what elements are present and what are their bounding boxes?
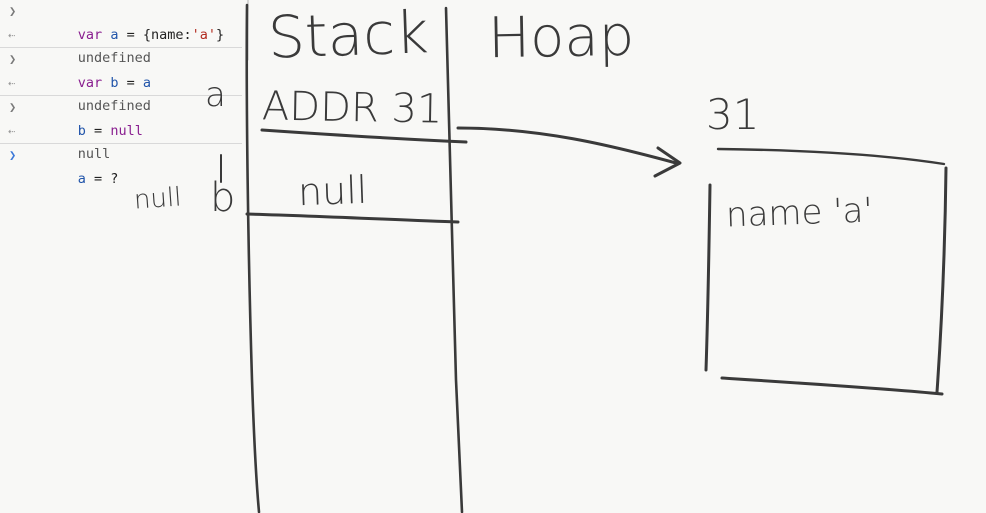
code-operator: = (118, 74, 143, 91)
var-a-label: a (205, 75, 226, 115)
stack-right-border (444, 6, 464, 513)
return-arrow-icon: ⇠ (8, 27, 16, 42)
prompt-chevron-icon: ❯ (9, 148, 17, 162)
console-input-line[interactable]: ❯ var a = {name:'a'} (0, 0, 242, 43)
reference-arrow-head (653, 146, 682, 178)
return-arrow-icon: ⇠ (8, 123, 16, 138)
code-keyword: var (77, 26, 103, 43)
prompt-chevron-icon: ❯ (9, 52, 17, 66)
console-output-text: undefined (77, 98, 151, 114)
var-b-label: b (210, 175, 236, 221)
console-input-line[interactable]: ❯ b = null (0, 96, 242, 139)
console-output-line: ⇠ null (0, 120, 242, 162)
code-string: 'a' (191, 26, 216, 43)
code-identifier: a (142, 74, 151, 91)
code-operator: = (85, 122, 111, 139)
console-output-line: ⇠ undefined (0, 72, 242, 114)
reference-arrow (456, 126, 678, 165)
console-input-line[interactable]: ❯ var b = a (0, 48, 242, 91)
code-operator: = {name: (118, 26, 192, 43)
heap-address-label: 31 (706, 90, 760, 139)
stack-title: Stack (266, 0, 430, 72)
code-operator: = ? (85, 170, 119, 187)
heap-box-right (935, 166, 948, 394)
console-prompt-line[interactable]: ❯ a = ? (0, 144, 242, 187)
heap-box-left (704, 183, 712, 372)
code-identifier: a (77, 170, 86, 187)
code-keyword: null (110, 122, 143, 139)
devtools-console: ❯ var a = {name:'a'} ⇠ undefined ❯ var b = … (0, 0, 242, 187)
code-identifier: b (110, 74, 119, 91)
stack-left-border (245, 3, 261, 513)
console-output-text: null (77, 146, 111, 162)
stack-cell-a-value: ADDR 31 (261, 83, 443, 133)
stack-cell-b-divider (245, 212, 460, 224)
stack-cell-a-divider (260, 128, 468, 144)
heap-title: Hoap (487, 3, 635, 72)
var-b-note: null (133, 182, 183, 216)
heap-box-bottom (720, 376, 944, 396)
heap-object-content: name 'a' (725, 190, 874, 236)
code-brace: } (216, 26, 225, 43)
heap-box-top (716, 147, 946, 166)
prompt-chevron-icon: ❯ (9, 4, 17, 18)
console-output-text: undefined (77, 50, 151, 66)
stack-cell-b-value: null (297, 167, 369, 215)
return-arrow-icon: ⇠ (8, 75, 16, 90)
code-keyword: var (77, 74, 103, 91)
code-identifier: a (110, 26, 119, 43)
code-identifier: b (77, 122, 86, 139)
console-output-line: ⇠ undefined (0, 24, 242, 66)
prompt-chevron-icon: ❯ (9, 100, 17, 114)
